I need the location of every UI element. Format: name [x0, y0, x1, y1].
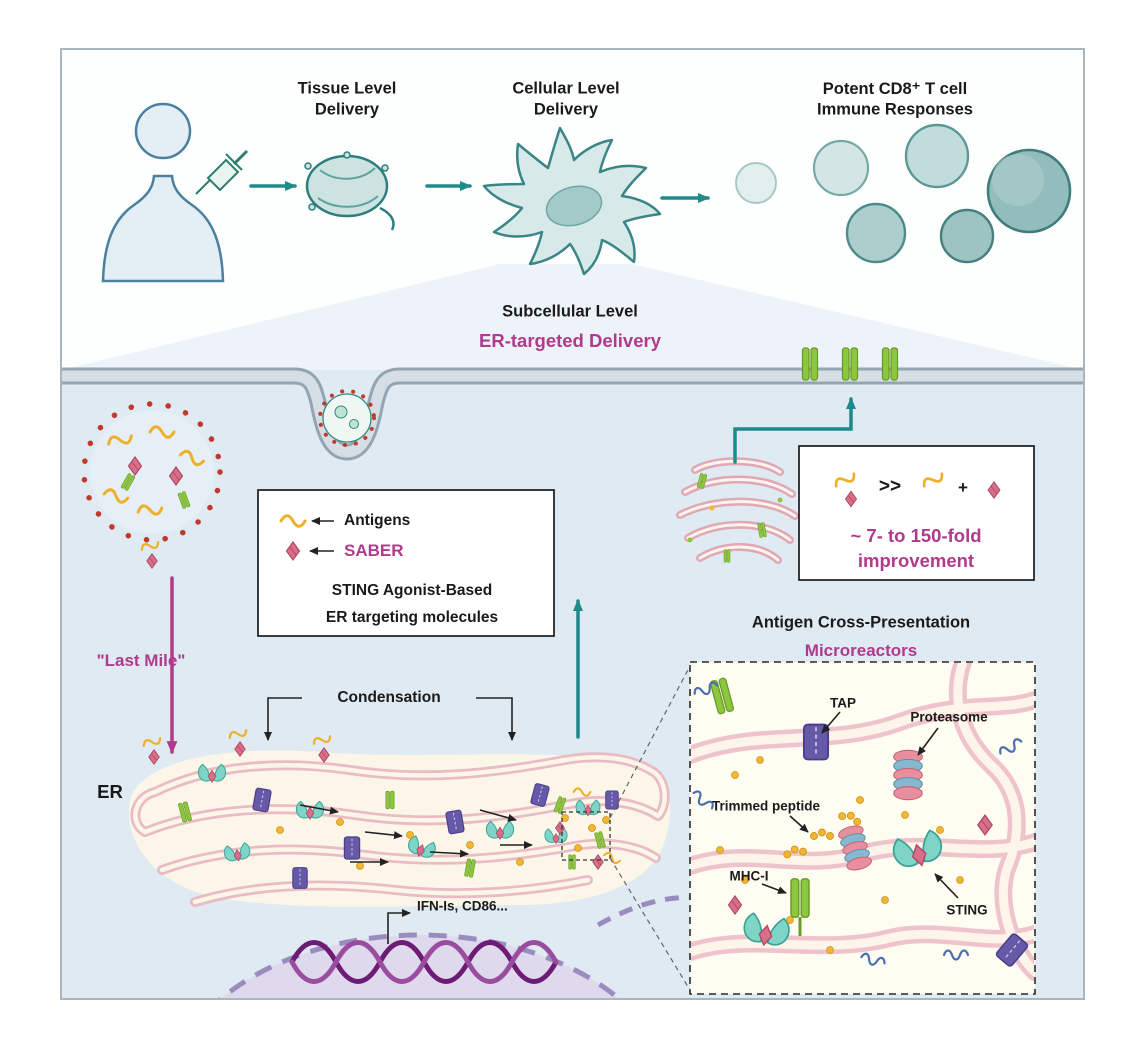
legend-saber-desc-1: STING Agonist-Based: [331, 582, 493, 599]
condensation-label: Condensation: [337, 689, 441, 706]
legend-saber-desc-2: ER targeting molecules: [325, 609, 499, 626]
er-structure: [128, 727, 671, 907]
condensation-bracket: [264, 697, 516, 741]
cellular-level-label-1: Cellular Level: [512, 79, 620, 98]
legend-saber-label: SABER: [344, 541, 404, 560]
er-label: ER: [97, 781, 123, 802]
condensate-cluster: [544, 787, 623, 870]
cross-presentation-label: Antigen Cross-Presentation: [751, 613, 971, 632]
nanoparticle: [81, 401, 223, 568]
tap-label: TAP: [830, 695, 856, 711]
microreactors-label: Microreactors: [804, 641, 918, 660]
golgi: [680, 461, 795, 562]
immune-response-label-2: Immune Responses: [817, 100, 973, 119]
mhc1-label: MHC-I: [729, 868, 769, 884]
endocytic-vesicle: [318, 389, 376, 447]
immune-response-label-1: Potent CD8⁺ T cell: [822, 80, 968, 98]
improvement-label-2: improvement: [857, 550, 975, 571]
legend-antigens-label: Antigens: [344, 512, 411, 529]
frame-border: [60, 48, 1085, 1000]
last-mile-label: "Last Mile": [96, 651, 186, 670]
legend-box: [257, 489, 555, 637]
subcellular-level-label: Subcellular Level: [502, 302, 638, 321]
dendritic-cell: [482, 126, 662, 276]
t-cells: [735, 123, 1072, 264]
human-figure: [101, 102, 249, 283]
lymphoid-tissue: [304, 151, 395, 231]
dna-helix: [289, 909, 559, 984]
inset-connectors: [609, 665, 691, 991]
tissue-level-label-1: Tissue Level: [297, 79, 397, 98]
proteasome-icon: [893, 749, 923, 801]
er-targeted-delivery-label: ER-targeted Delivery: [479, 330, 661, 351]
improvement-box: [798, 445, 1035, 581]
microreactor-inset: [689, 661, 1036, 995]
ifn-output-label: IFN-Is, CD86...: [417, 898, 508, 914]
ifn-output-arrow: [387, 909, 411, 944]
top-flow-arrows: [249, 181, 710, 203]
trimmed-peptide-label: Trimmed peptide: [711, 798, 821, 814]
plus-symbol: +: [958, 478, 968, 497]
condensate-motion-arrows: [299, 804, 533, 866]
tissue-level-label-2: Delivery: [314, 100, 380, 119]
golgi-to-membrane-arrow: [733, 397, 856, 464]
syringe-icon: [195, 149, 249, 195]
proteasome-label: Proteasome: [910, 709, 988, 725]
improvement-label-1: ~ 7- to 150-fold: [850, 525, 982, 546]
inset-source-rect: [561, 811, 611, 861]
sting-label: STING: [946, 902, 988, 918]
subcellular-funnel: [61, 264, 1084, 370]
mhc1-icon: [790, 878, 810, 936]
cellular-level-label-2: Delivery: [533, 100, 599, 119]
much-greater-symbol: >>: [878, 476, 902, 497]
